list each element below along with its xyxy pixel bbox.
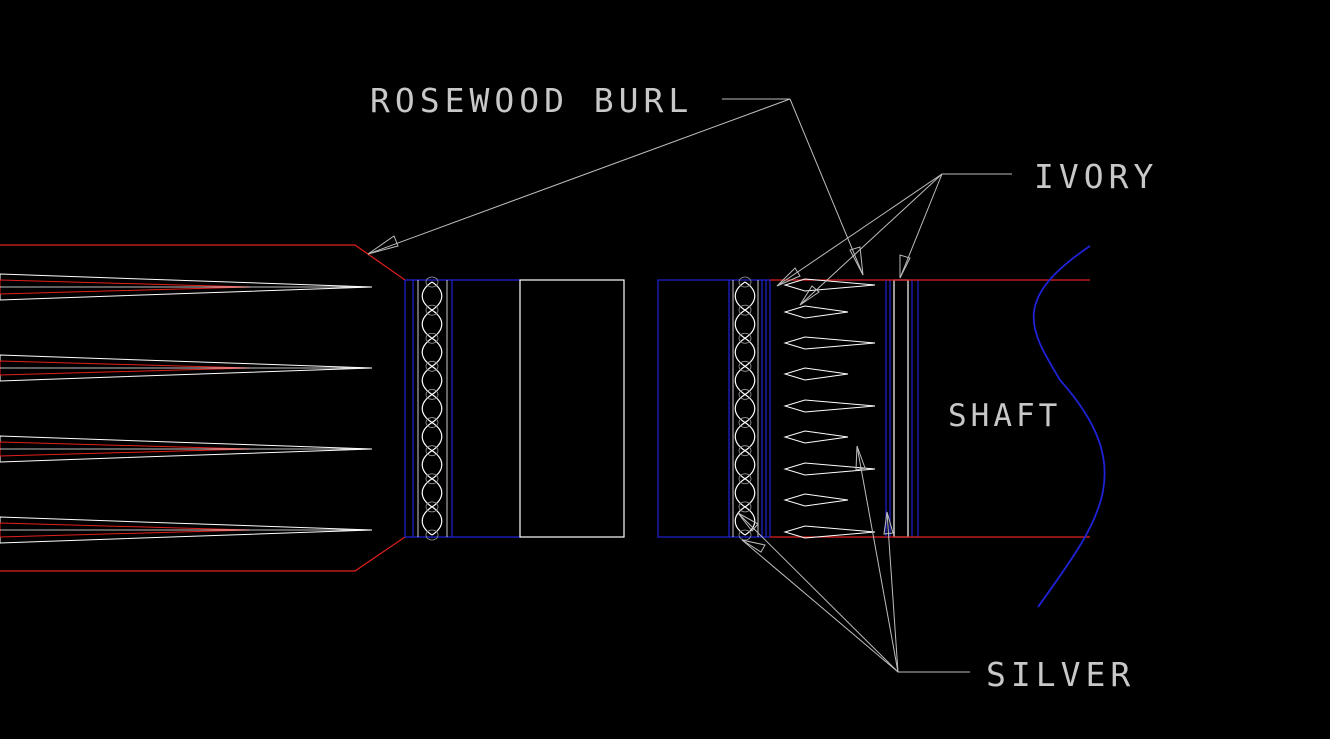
- forearm-point: [0, 516, 373, 544]
- ivory-spear: [783, 336, 876, 350]
- right-ring-stack: [657, 276, 771, 541]
- shaft-outline: [886, 245, 1106, 608]
- ivory-spear: [783, 430, 849, 444]
- joint-collar: [519, 279, 625, 538]
- ivory-spear: [783, 278, 876, 292]
- ivory-spear-inlays: [783, 278, 876, 539]
- left-silver-chain-inlay: [421, 276, 443, 541]
- label-rosewood-burl: ROSEWOOD BURL: [370, 81, 693, 120]
- ivory-spear: [783, 305, 849, 319]
- forearm-points: [0, 273, 373, 544]
- forearm-point: [0, 354, 373, 382]
- ivory-spear: [783, 462, 876, 476]
- ivory-spear: [783, 367, 849, 381]
- label-ivory: IVORY: [1034, 157, 1158, 196]
- leader-arrowheads: [367, 235, 911, 553]
- left-ring-stack: [404, 276, 520, 541]
- rosewood-burl-ring: [770, 278, 887, 539]
- ivory-silver-rings: [889, 279, 919, 538]
- label-shaft: SHAFT: [948, 398, 1061, 434]
- ivory-spear: [783, 525, 876, 539]
- shaft-break-curve: [1032, 245, 1106, 608]
- leader-lines: [367, 98, 1012, 673]
- right-silver-chain-inlay: [734, 276, 756, 541]
- ivory-spear: [783, 399, 876, 413]
- forearm-point: [0, 435, 373, 463]
- forearm-outline: [0, 244, 406, 572]
- forearm-point: [0, 273, 373, 301]
- label-silver: SILVER: [986, 655, 1135, 694]
- ivory-spear: [783, 493, 849, 507]
